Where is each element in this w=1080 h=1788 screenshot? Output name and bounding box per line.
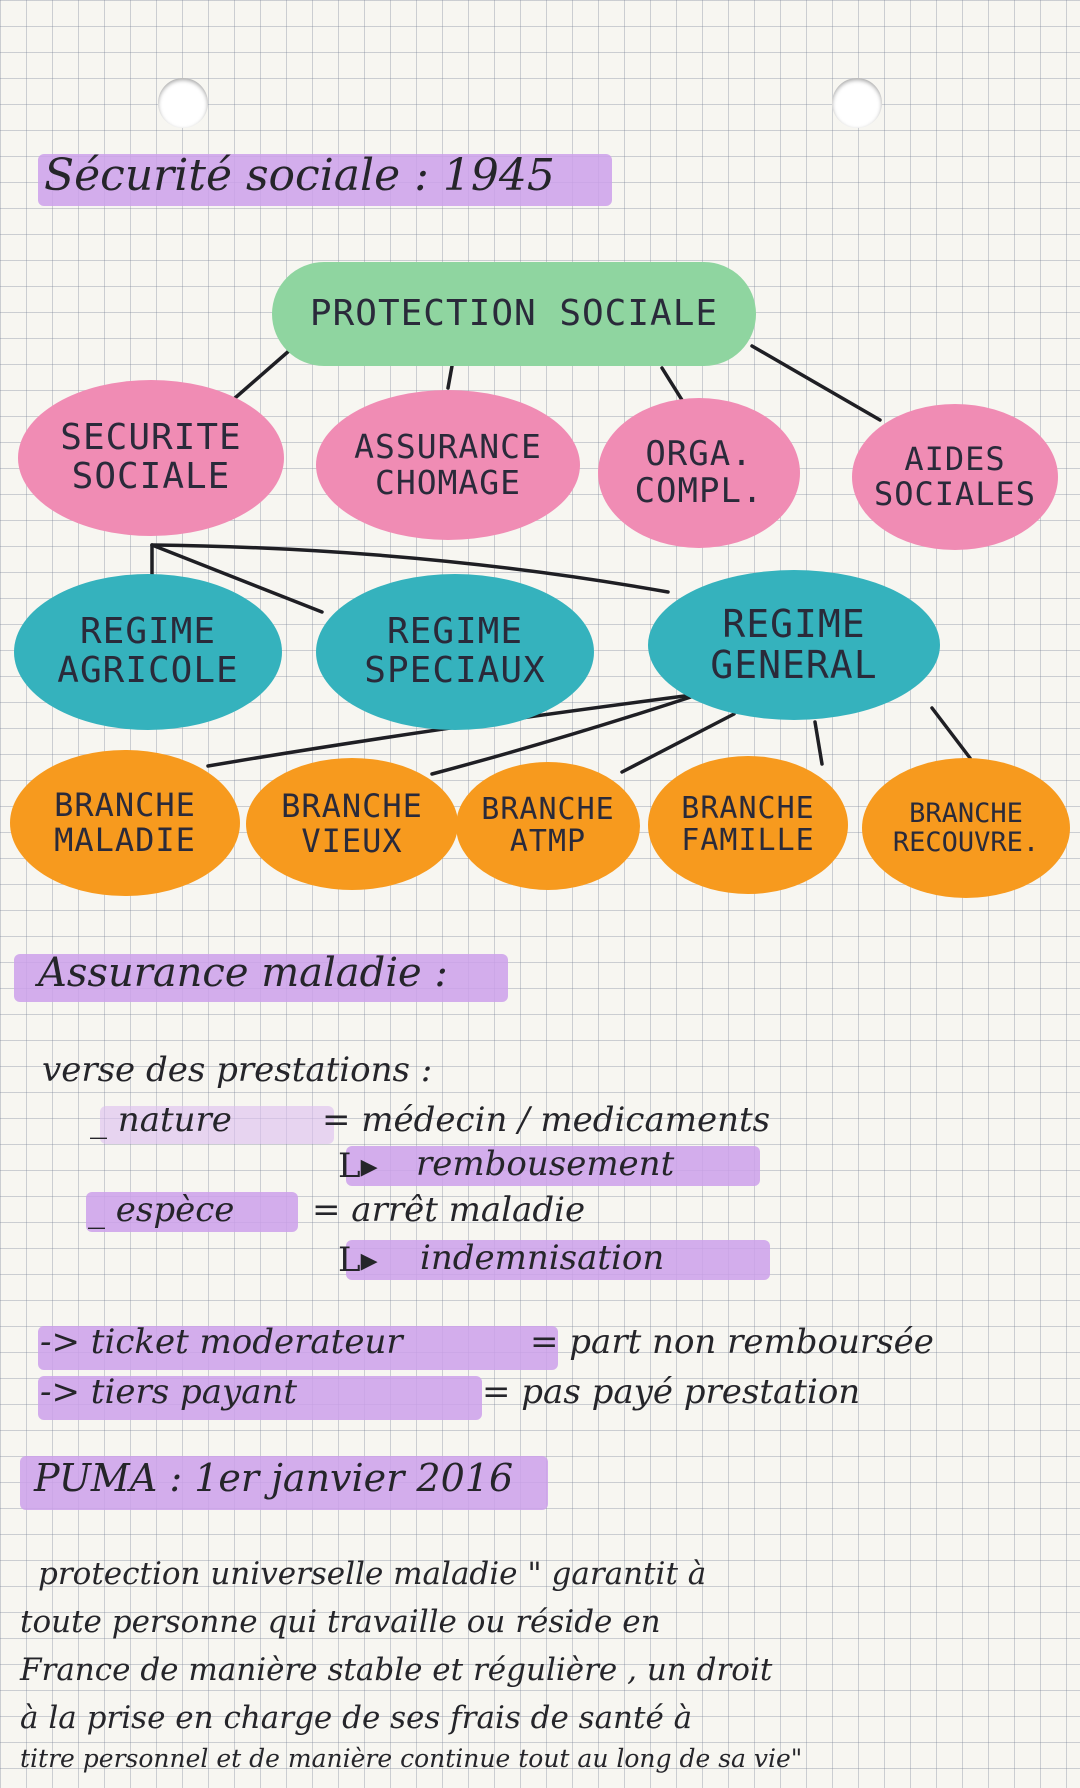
node-label-line2: VIEUX [301, 822, 403, 860]
punch-hole-right [832, 78, 882, 128]
puma-paragraph-line-4: à la prise en charge de ses frais de san… [20, 1700, 693, 1736]
node-regime-agricole: REGIME AGRICOLE [14, 574, 282, 730]
node-label-line1: ORGA. [645, 434, 753, 475]
nature-sub-highlight [346, 1146, 760, 1186]
node-label-line2: CHOMAGE [374, 463, 522, 502]
line-root-assurance [446, 364, 454, 390]
node-label-line2: COMPL. [634, 471, 764, 511]
node-orga-compl: ORGA. COMPL. [598, 398, 800, 548]
espece-sub: indemnisation [420, 1238, 665, 1278]
prestations-intro: verse des prestations : [42, 1050, 433, 1090]
node-branche-maladie: BRANCHE MALADIE [10, 750, 240, 896]
title-highlight [38, 154, 612, 206]
node-label-line2: RECOUVRE. [892, 827, 1040, 858]
assurance-heading-highlight [14, 954, 508, 1002]
node-branche-atmp: BRANCHE ATMP [456, 762, 640, 890]
node-label-line2: SPECIAUX [364, 650, 546, 691]
espece-label: _ espèce [88, 1190, 235, 1230]
line-general-maladie [206, 692, 702, 768]
node-label-line1: BRANCHE [681, 790, 815, 826]
node-protection-sociale: PROTECTION SOCIALE [272, 262, 756, 366]
line-root-aides [750, 344, 882, 422]
assurance-heading: Assurance maladie : [38, 950, 448, 996]
page-title: Sécurité sociale : 1945 [44, 150, 555, 201]
line-general-recouvre [930, 706, 972, 760]
node-label-line2: ATMP [509, 824, 587, 859]
node-label-line1: SECURITE [60, 417, 242, 459]
puma-paragraph-line-3: France de manière stable et régulière , … [20, 1652, 773, 1688]
node-label-line2: GENERAL [710, 643, 878, 687]
node-label-line2: SOCIALES [873, 475, 1037, 513]
line-secu-speciaux [150, 543, 324, 614]
nature-highlight [100, 1106, 334, 1144]
puma-heading: PUMA : 1er janvier 2016 [34, 1456, 514, 1500]
node-label-line1: BRANCHE [481, 791, 615, 827]
line-general-vieux [430, 692, 702, 776]
line-root-orga [660, 366, 684, 402]
node-label-line2: FAMILLE [681, 823, 815, 858]
node-branche-recouvre: BRANCHE RECOUVRE. [862, 758, 1070, 898]
node-label-line1: BRANCHE [54, 786, 196, 825]
node-label-line2: AGRICOLE [57, 650, 239, 691]
punch-hole-left [158, 78, 208, 128]
node-label-line1: BRANCHE [281, 787, 423, 826]
node-label-line1: REGIME [386, 611, 524, 653]
node-aides-sociales: AIDES SOCIALES [852, 404, 1058, 550]
ticket-label: -> ticket moderateur [40, 1322, 403, 1362]
tiers-highlight [38, 1376, 482, 1420]
espece-highlight [86, 1192, 298, 1232]
line-general-famille [813, 720, 824, 766]
line-secu-general [150, 543, 670, 594]
node-label: PROTECTION SOCIALE [309, 292, 719, 334]
espece-arrow: L▸ [338, 1240, 378, 1280]
nature-arrow: L▸ [338, 1146, 378, 1186]
nature-label: _ nature [90, 1100, 232, 1140]
puma-paragraph-line-1: protection universelle maladie " garanti… [38, 1556, 707, 1592]
espece-sub-highlight [346, 1240, 770, 1280]
tiers-value: = pas payé prestation [482, 1372, 861, 1412]
espece-value: = arrêt maladie [312, 1190, 586, 1230]
ticket-value: = part non remboursée [530, 1322, 934, 1362]
node-regime-speciaux: REGIME SPECIAUX [316, 574, 594, 730]
node-label-line2: SOCIALE [71, 456, 231, 497]
puma-heading-highlight [20, 1456, 548, 1510]
node-regime-general: REGIME GENERAL [648, 570, 940, 720]
ticket-highlight [38, 1326, 558, 1370]
puma-paragraph-line-2: toute personne qui travaille ou réside e… [20, 1604, 661, 1640]
node-label-line1: BRANCHE [909, 797, 1023, 829]
line-general-atmp [620, 712, 736, 774]
node-label-line2: MALADIE [54, 821, 196, 859]
node-label-line1: ASSURANCE [354, 427, 542, 467]
node-securite-sociale: SECURITE SOCIALE [18, 380, 284, 536]
node-assurance-chomage: ASSURANCE CHOMAGE [316, 390, 580, 540]
nature-sub: rembousement [416, 1144, 675, 1184]
node-label-line1: REGIME [722, 601, 866, 646]
tiers-label: -> tiers payant [40, 1372, 298, 1412]
line-root-securite [233, 348, 292, 400]
node-label-line1: AIDES [904, 440, 1006, 479]
nature-value: = médecin / medicaments [322, 1100, 771, 1140]
node-branche-famille: BRANCHE FAMILLE [648, 756, 848, 894]
node-label-line1: REGIME [79, 611, 217, 653]
diagram-connectors [150, 344, 972, 776]
node-branche-vieux: BRANCHE VIEUX [246, 758, 458, 890]
puma-paragraph-line-5: titre personnel et de manière continue t… [20, 1744, 803, 1773]
